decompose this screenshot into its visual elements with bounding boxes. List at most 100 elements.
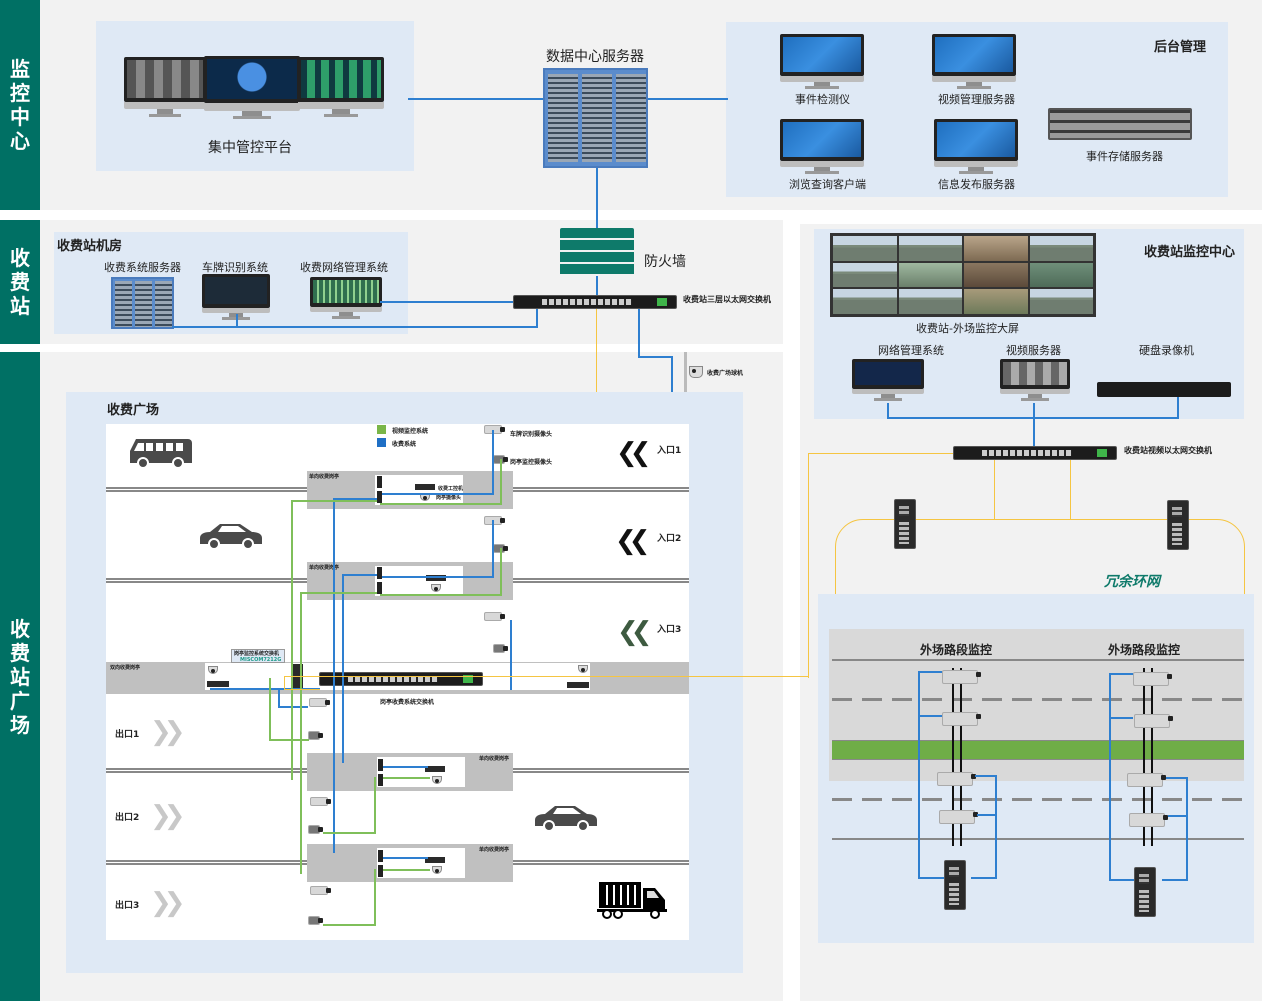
nvr-device <box>1097 382 1231 397</box>
toll-link <box>380 857 428 859</box>
legend-video-swatch <box>377 425 386 434</box>
backend-panel: 后台管理 事件检测仪 视频管理服务器 浏览查询客户端 信息发布服务器 事件存储服… <box>726 22 1228 197</box>
toll-pc-icon <box>425 857 445 863</box>
booth-monitor-switch-label: 岗亭监控系统交换机 <box>234 651 280 657</box>
link-servers-l3 <box>172 326 538 328</box>
toll-link <box>380 493 493 495</box>
band-toll-plaza: 收费站广场 <box>0 352 40 1001</box>
plate-camera-icon <box>309 698 330 707</box>
toll-link <box>510 620 512 690</box>
video-link <box>300 592 302 874</box>
single-booth-entrance-1: 单向收费岗亭 <box>307 471 513 509</box>
video-link <box>380 594 502 596</box>
central-platform-panel: 集中管控平台 <box>96 21 414 171</box>
booth-monitor-switch-model: MISCOM7212G <box>240 657 282 663</box>
event-storage-server <box>1048 108 1192 140</box>
link-road1-sw-r <box>971 877 997 879</box>
pole-2a <box>1143 668 1145 846</box>
entrance-3-label: 入口3 <box>657 625 682 635</box>
entrance-1-label: 入口1 <box>657 446 682 456</box>
link-l3-dome-h <box>638 356 672 358</box>
link-road2-sw-l <box>1109 879 1135 881</box>
road-camera-icon <box>1129 813 1168 827</box>
video-wall-label: 收费站-外场监控大屏 <box>916 322 1019 335</box>
station-monitor-title: 收费站监控中心 <box>1144 245 1236 260</box>
video-link <box>374 777 376 832</box>
road-camera-icon <box>942 712 981 726</box>
toll-link <box>492 520 494 578</box>
plate-recognition-monitor <box>202 274 270 322</box>
pole-1a <box>952 668 954 846</box>
video-link <box>300 592 380 594</box>
nms-label: 网络管理系统 <box>878 344 944 357</box>
link-road2-sw-r <box>1162 879 1188 881</box>
link-road1-right <box>995 775 997 879</box>
fiber-switch-left <box>994 460 995 519</box>
toll-link <box>380 766 428 768</box>
booth-switch-stub <box>377 491 382 503</box>
video-link <box>269 739 309 741</box>
video-link <box>323 924 376 926</box>
video-server-label: 视频服务器 <box>1006 344 1061 357</box>
link-road1-cam2 <box>918 715 942 717</box>
fiber-plaza-to-video-v <box>808 453 809 678</box>
plaza-dome-pole <box>684 352 687 422</box>
booth-dome-icon <box>432 776 442 784</box>
video-link <box>323 832 376 834</box>
road-edge-top <box>832 659 1244 661</box>
plate-recognition-system-label: 车牌识别系统 <box>202 261 268 274</box>
video-mgmt-server-label: 视频管理服务器 <box>938 93 1015 106</box>
exit-arrow-icon: ❯❯ <box>150 717 185 747</box>
road-lane-dash-2 <box>832 798 1244 801</box>
event-detector-monitor <box>780 34 864 89</box>
toll-network-mgmt-monitor <box>310 277 382 321</box>
link-dc-backend <box>648 98 728 100</box>
link-road1-sw-l <box>918 877 946 879</box>
road-switch-1 <box>944 860 966 910</box>
platform-monitor-3 <box>298 57 384 117</box>
link-servers-l3-v <box>536 309 538 328</box>
video-link <box>374 869 376 924</box>
exit-1-label: 出口1 <box>115 730 140 740</box>
video-link <box>291 500 293 780</box>
booth-dome-icon <box>432 866 442 874</box>
machine-room-title: 收费站机房 <box>57 239 123 254</box>
booth-switch-stub <box>378 865 383 877</box>
plate-camera-icon <box>310 797 331 806</box>
toll-link <box>278 706 308 708</box>
legend-toll-label: 收费系统 <box>392 441 417 448</box>
backend-title: 后台管理 <box>1154 40 1207 55</box>
booth-dome-icon <box>431 584 441 592</box>
fiber-booth-2 <box>284 689 320 690</box>
link-monitor-row <box>887 417 1177 419</box>
road-edge-bottom <box>832 838 1244 840</box>
firewall-label: 防火墙 <box>644 254 686 270</box>
road-camera-icon <box>937 772 976 786</box>
link-dc-firewall <box>596 168 598 230</box>
single-booth-entrance-2: 单向收费岗亭 <box>307 562 513 600</box>
redundant-ring-label: 冗余环网 <box>1104 574 1160 590</box>
car-icon <box>200 524 262 550</box>
video-ethernet-switch-label: 收费站视频以太网交换机 <box>1124 446 1212 455</box>
plaza-dome-camera-label: 收费广场球机 <box>707 370 744 377</box>
entrance-arrow-icon: ❮❮ <box>616 438 651 468</box>
exit-2-label: 出口2 <box>115 813 140 823</box>
link-plate-l3 <box>236 314 238 327</box>
toll-link <box>342 574 344 763</box>
toll-plaza-title: 收费广场 <box>107 403 160 418</box>
toll-link <box>380 576 493 578</box>
link-l3-dome <box>638 309 640 357</box>
booth-switch-stub <box>378 850 383 862</box>
info-publish-server-label: 信息发布服务器 <box>938 178 1015 191</box>
fiber-plaza-to-video <box>808 453 953 454</box>
booth-switch-stub <box>377 582 382 594</box>
link-road2-left <box>1109 673 1111 881</box>
booth-camera-icon <box>493 544 508 553</box>
video-ethernet-switch <box>953 446 1117 460</box>
band-monitoring-center: 监控中心 <box>0 0 40 210</box>
video-link <box>500 548 502 596</box>
booth-camera-icon <box>308 916 323 925</box>
road-switch-2 <box>1134 867 1156 917</box>
event-storage-server-label: 事件存储服务器 <box>1086 150 1163 163</box>
video-link <box>269 678 271 740</box>
